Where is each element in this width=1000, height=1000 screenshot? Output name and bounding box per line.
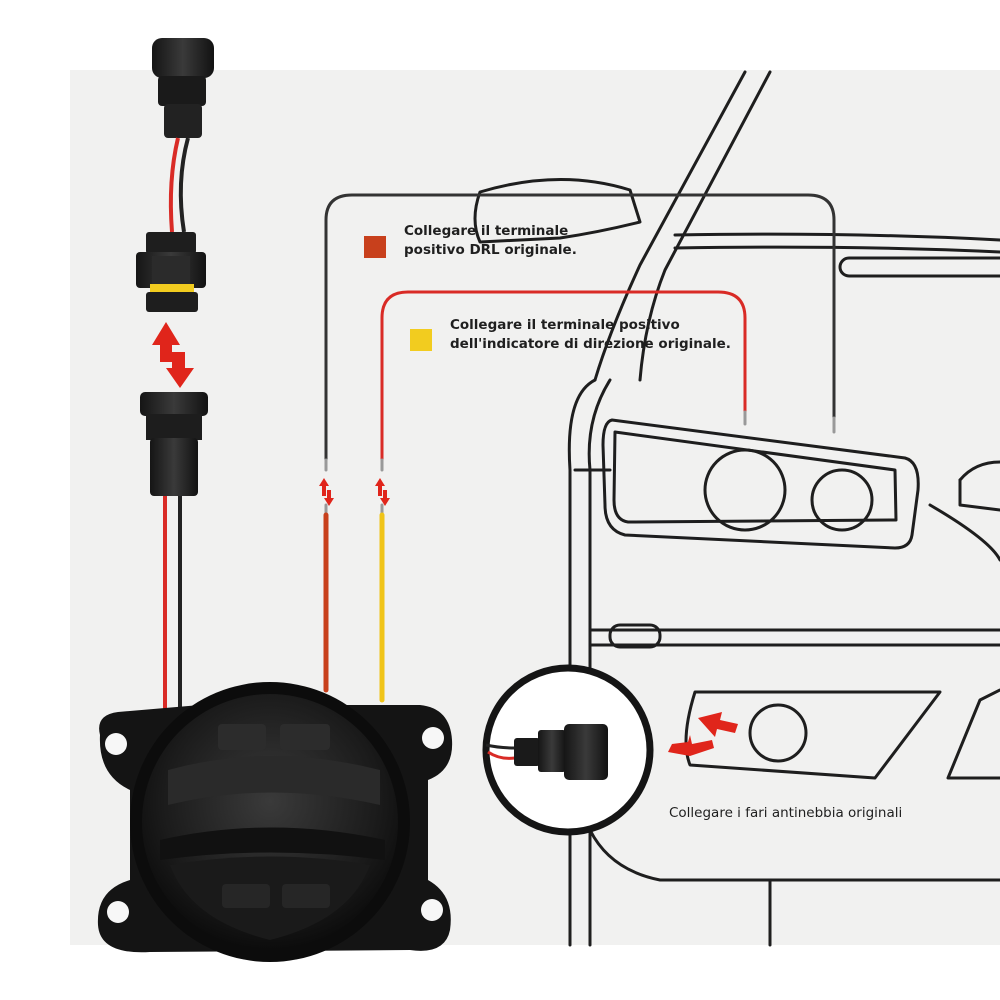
drl-label: Collegare il terminale positivo DRL orig… [404,222,577,260]
drl-label-line1: Collegare il terminale [404,223,569,239]
h11-connector-icon [136,38,214,312]
indicator-label-line2: dell'indicatore di direzione originale. [450,336,731,352]
drl-label-line2: positivo DRL originale. [404,242,577,258]
indicator-label-line1: Collegare il terminale positivo [450,317,680,333]
connector-zoom-inset [482,664,654,836]
fog-label: Collegare i fari antinebbia originali [669,805,903,821]
swap-arrow-icon [319,478,390,506]
car-outline-icon [473,70,1000,947]
indicator-wire [380,290,747,462]
h11-connector-icon [140,392,208,720]
drl-color-swatch [364,236,386,258]
indicator-label: Collegare il terminale positivo dell'ind… [450,316,731,354]
swap-arrow-icon [152,322,194,388]
fog-light-icon [97,682,453,962]
swap-arrow-icon [668,712,738,756]
indicator-color-swatch [410,329,432,351]
drl-wire [324,193,836,462]
